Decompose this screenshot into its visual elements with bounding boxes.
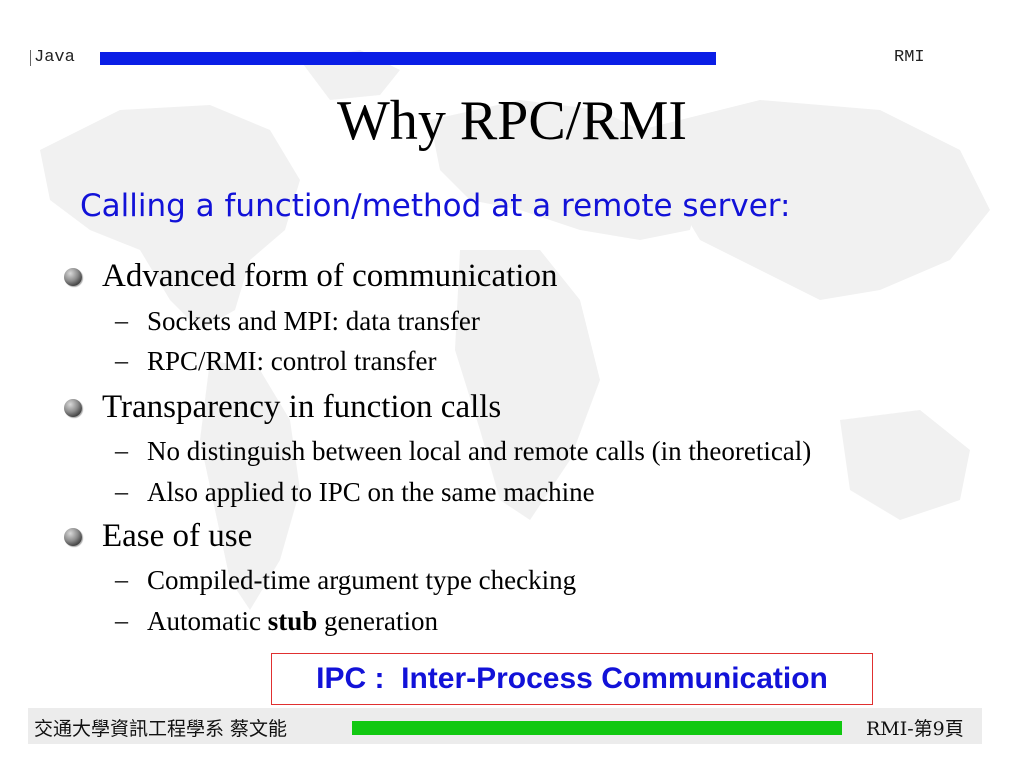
sub-bullet-text: Automatic stub generation [147,604,438,638]
bullet-sphere-icon [64,268,82,286]
sub-text-bold-term: stub [267,606,318,636]
bullet-item: Advanced form of communication [0,256,1000,296]
sub-bullet-text: RPC/RMI: control transfer [147,346,437,376]
sub-bullet-text: No distinguish between local and remote … [147,436,812,466]
dash-icon: – [115,565,128,594]
slide-footer: 交通大學資訊工程學系 蔡文能 RMI-第9頁 [28,708,982,744]
header-tick [30,50,31,66]
dash-icon: – [115,346,128,375]
sub-text-suffix: generation [317,606,438,636]
header-topic-label: RMI [894,48,925,67]
bullet-sphere-icon [64,399,82,417]
sub-bullet-text: Compiled-time argument type checking [147,565,577,595]
sub-text-prefix: Automatic [147,606,268,636]
sub-bullet-text: Also applied to IPC on the same machine [147,477,595,507]
slide-header: Java RMI [30,44,930,74]
header-course-label: Java [34,48,75,67]
dash-icon: – [115,436,128,465]
footer-page-label: RMI-第9頁 [866,718,964,740]
bullet-text: Ease of use [102,518,253,554]
sub-bullet-text: Sockets and MPI: data transfer [147,306,480,336]
bullet-item: Ease of use [0,516,1000,556]
slide-title: Why RPC/RMI [336,90,688,152]
bullet-text: Advanced form of communication [102,258,558,294]
bullet-item: Transparency in function calls [0,387,1000,427]
ipc-note-text: IPC : Inter-Process Communication [316,662,828,695]
slide-subtitle: Calling a function/method at a remote se… [80,188,791,224]
footer-green-bar [352,721,842,735]
header-blue-bar [100,52,716,65]
bullet-text: Transparency in function calls [102,389,502,425]
ipc-note-box: IPC : Inter-Process Communication [271,653,873,705]
footer-department-label: 交通大學資訊工程學系 蔡文能 [34,718,288,740]
bullet-sphere-icon [64,528,82,546]
dash-icon: – [115,306,128,335]
dash-icon: – [115,477,128,506]
dash-icon: – [115,606,128,635]
